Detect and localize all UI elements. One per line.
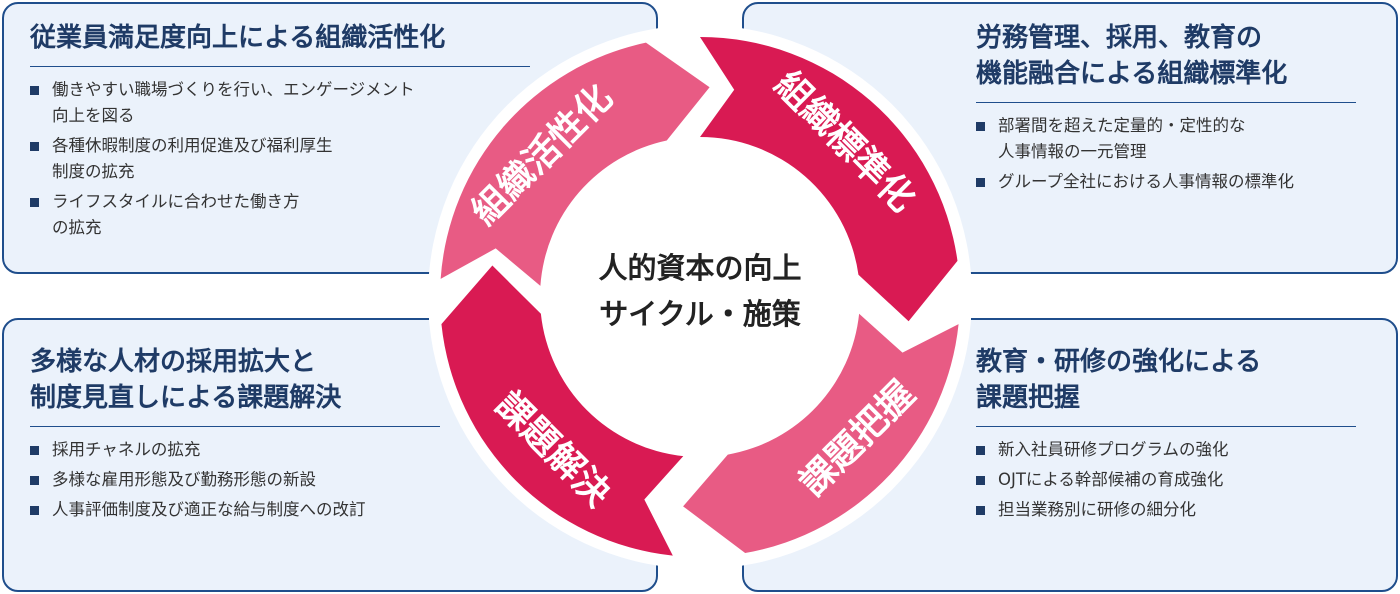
bullet-list: 部署間を超えた定量的・定性的な 人事情報の一元管理 グループ全社における人事情報… bbox=[976, 113, 1376, 195]
list-item: 各種休暇制度の利用促進及び福利厚生 制度の拡充 bbox=[30, 133, 636, 185]
list-item-text: 新入社員研修プログラムの強化 bbox=[998, 440, 1229, 459]
segment-organization-activation bbox=[440, 42, 710, 286]
square-bullet-icon bbox=[976, 122, 985, 131]
square-bullet-icon bbox=[976, 178, 985, 187]
list-item-text: 働きやすい職場づくりを行い、エンゲージメント bbox=[52, 80, 415, 99]
panel-title-line: 多様な人材の採用拡大と bbox=[30, 347, 317, 377]
panel-title-line: 課題把握 bbox=[976, 383, 1081, 413]
list-item-text: グループ全社における人事情報の標準化 bbox=[998, 172, 1295, 191]
cycle-diagram: 組織活性化組織標準化課題把握課題解決 bbox=[429, 25, 971, 569]
list-item: 部署間を超えた定量的・定性的な 人事情報の一元管理 bbox=[976, 113, 1376, 165]
divider bbox=[976, 102, 1356, 103]
list-item-text: OJTによる幹部候補の育成強化 bbox=[998, 470, 1224, 489]
bullet-list: 新入社員研修プログラムの強化 OJTによる幹部候補の育成強化 担当業務別に研修の… bbox=[976, 437, 1376, 523]
cycle-segments bbox=[440, 37, 959, 556]
square-bullet-icon bbox=[30, 198, 39, 207]
list-item-text: 制度の拡充 bbox=[52, 162, 135, 181]
list-item-text: の拡充 bbox=[52, 218, 102, 237]
segment-problem-solving bbox=[441, 265, 684, 556]
list-item-text: 向上を図る bbox=[52, 106, 135, 125]
list-item-text: 各種休暇制度の利用促進及び福利厚生 bbox=[52, 136, 333, 155]
list-item: 新入社員研修プログラムの強化 bbox=[976, 437, 1376, 463]
panel-title-line: 制度見直しによる課題解決 bbox=[30, 383, 342, 413]
square-bullet-icon bbox=[976, 506, 985, 515]
divider bbox=[976, 426, 1356, 427]
segment-issue-identification bbox=[683, 313, 959, 554]
panel-title-line: 労務管理、採用、教育の bbox=[976, 23, 1263, 53]
panel-title: 従業員満足度向上による組織活性化 bbox=[30, 20, 636, 56]
square-bullet-icon bbox=[976, 476, 985, 485]
cycle-center-title: 人的資本の向上 サイクル・施策 bbox=[545, 245, 855, 337]
list-item: 担当業務別に研修の細分化 bbox=[976, 497, 1376, 523]
list-item: 採用チャネルの拡充 bbox=[30, 437, 636, 463]
bullet-list: 採用チャネルの拡充 多様な雇用形態及び勤務形態の新設 人事評価制度及び適正な給与… bbox=[30, 437, 636, 523]
list-item: 多様な雇用形態及び勤務形態の新設 bbox=[30, 467, 636, 493]
panel-title-line: 教育・研修の強化による bbox=[976, 347, 1262, 377]
panel-title: 教育・研修の強化による 課題把握 bbox=[976, 344, 1376, 416]
list-item: ライフスタイルに合わせた働き方 の拡充 bbox=[30, 189, 636, 241]
square-bullet-icon bbox=[30, 86, 39, 95]
list-item-text: 人事評価制度及び適正な給与制度への改訂 bbox=[52, 500, 366, 519]
list-item-text: 人事情報の一元管理 bbox=[998, 142, 1147, 161]
list-item-text: 多様な雇用形態及び勤務形態の新設 bbox=[52, 470, 316, 489]
list-item: グループ全社における人事情報の標準化 bbox=[976, 169, 1376, 195]
center-title-line: サイクル・施策 bbox=[599, 297, 801, 331]
square-bullet-icon bbox=[30, 142, 39, 151]
list-item-text: 採用チャネルの拡充 bbox=[52, 440, 201, 459]
square-bullet-icon bbox=[30, 476, 39, 485]
list-item-text: 担当業務別に研修の細分化 bbox=[998, 500, 1196, 519]
panel-title: 労務管理、採用、教育の 機能融合による組織標準化 bbox=[976, 20, 1376, 92]
panel-title: 多様な人材の採用拡大と 制度見直しによる課題解決 bbox=[30, 344, 636, 416]
bullet-list: 働きやすい職場づくりを行い、エンゲージメント 向上を図る 各種休暇制度の利用促進… bbox=[30, 77, 636, 241]
list-item: OJTによる幹部候補の育成強化 bbox=[976, 467, 1376, 493]
divider bbox=[30, 426, 440, 427]
list-item: 働きやすい職場づくりを行い、エンゲージメント 向上を図る bbox=[30, 77, 636, 129]
square-bullet-icon bbox=[30, 506, 39, 515]
divider bbox=[30, 66, 530, 67]
list-item-text: 部署間を超えた定量的・定性的な bbox=[998, 116, 1246, 135]
segment-organization-standardization bbox=[700, 37, 958, 322]
panel-title-line: 機能融合による組織標準化 bbox=[976, 59, 1288, 89]
list-item-text: ライフスタイルに合わせた働き方 bbox=[52, 192, 300, 211]
square-bullet-icon bbox=[976, 446, 985, 455]
center-title-line: 人的資本の向上 bbox=[598, 251, 802, 285]
list-item: 人事評価制度及び適正な給与制度への改訂 bbox=[30, 497, 636, 523]
square-bullet-icon bbox=[30, 446, 39, 455]
panel-title-line: 従業員満足度向上による組織活性化 bbox=[30, 23, 446, 53]
